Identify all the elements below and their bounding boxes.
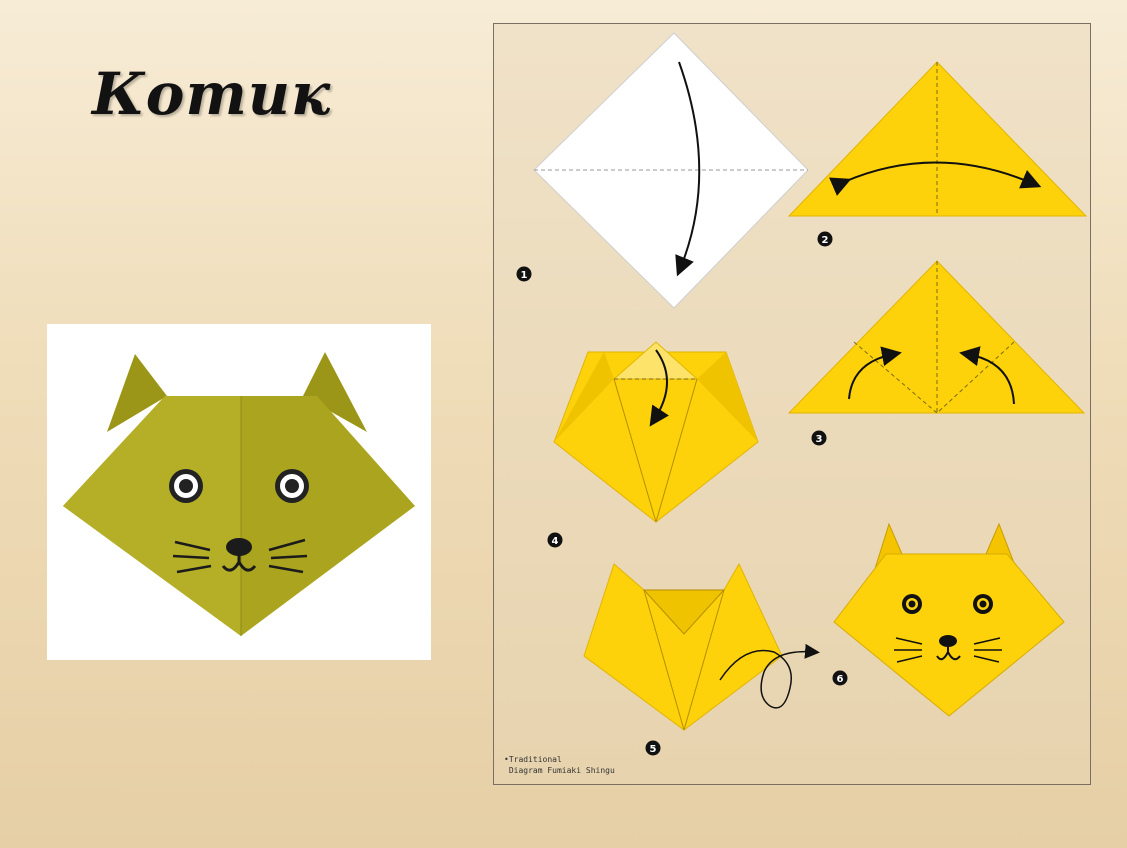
slide-title: Котик <box>92 60 331 128</box>
step-5-badge: 5 <box>646 741 661 756</box>
instructions-panel: 1 2 3 4 5 6 •Traditional Di <box>493 23 1091 785</box>
photo-left-pupil <box>179 479 193 493</box>
svg-text:1: 1 <box>521 270 528 281</box>
svg-text:4: 4 <box>552 536 559 547</box>
step-3-figure <box>789 261 1084 413</box>
svg-text:2: 2 <box>822 235 829 246</box>
step-6-figure <box>834 524 1064 716</box>
folding-diagram: 1 2 3 4 5 6 <box>494 24 1092 786</box>
finished-cat-photo <box>47 324 431 660</box>
step-2-badge: 2 <box>818 232 833 247</box>
step-4-badge: 4 <box>548 533 563 548</box>
step-6-badge: 6 <box>833 671 848 686</box>
credit-line-2: Diagram Fumiaki Shingu <box>504 766 615 775</box>
step-5-figure <box>584 564 814 730</box>
photo-right-pupil <box>285 479 299 493</box>
credit-line-1: •Traditional <box>504 755 562 764</box>
cat-photo-illustration <box>47 324 431 660</box>
step-3-badge: 3 <box>812 431 827 446</box>
photo-head-left-panel <box>63 396 241 636</box>
svg-text:6: 6 <box>837 674 844 685</box>
step-4-figure <box>554 342 758 522</box>
step-1-figure <box>534 33 808 308</box>
step-2-figure <box>789 62 1086 216</box>
diagram-credit: •Traditional Diagram Fumiaki Shingu <box>504 754 615 776</box>
svg-text:5: 5 <box>650 744 657 755</box>
step-1-badge: 1 <box>517 267 532 282</box>
svg-text:3: 3 <box>816 434 823 445</box>
